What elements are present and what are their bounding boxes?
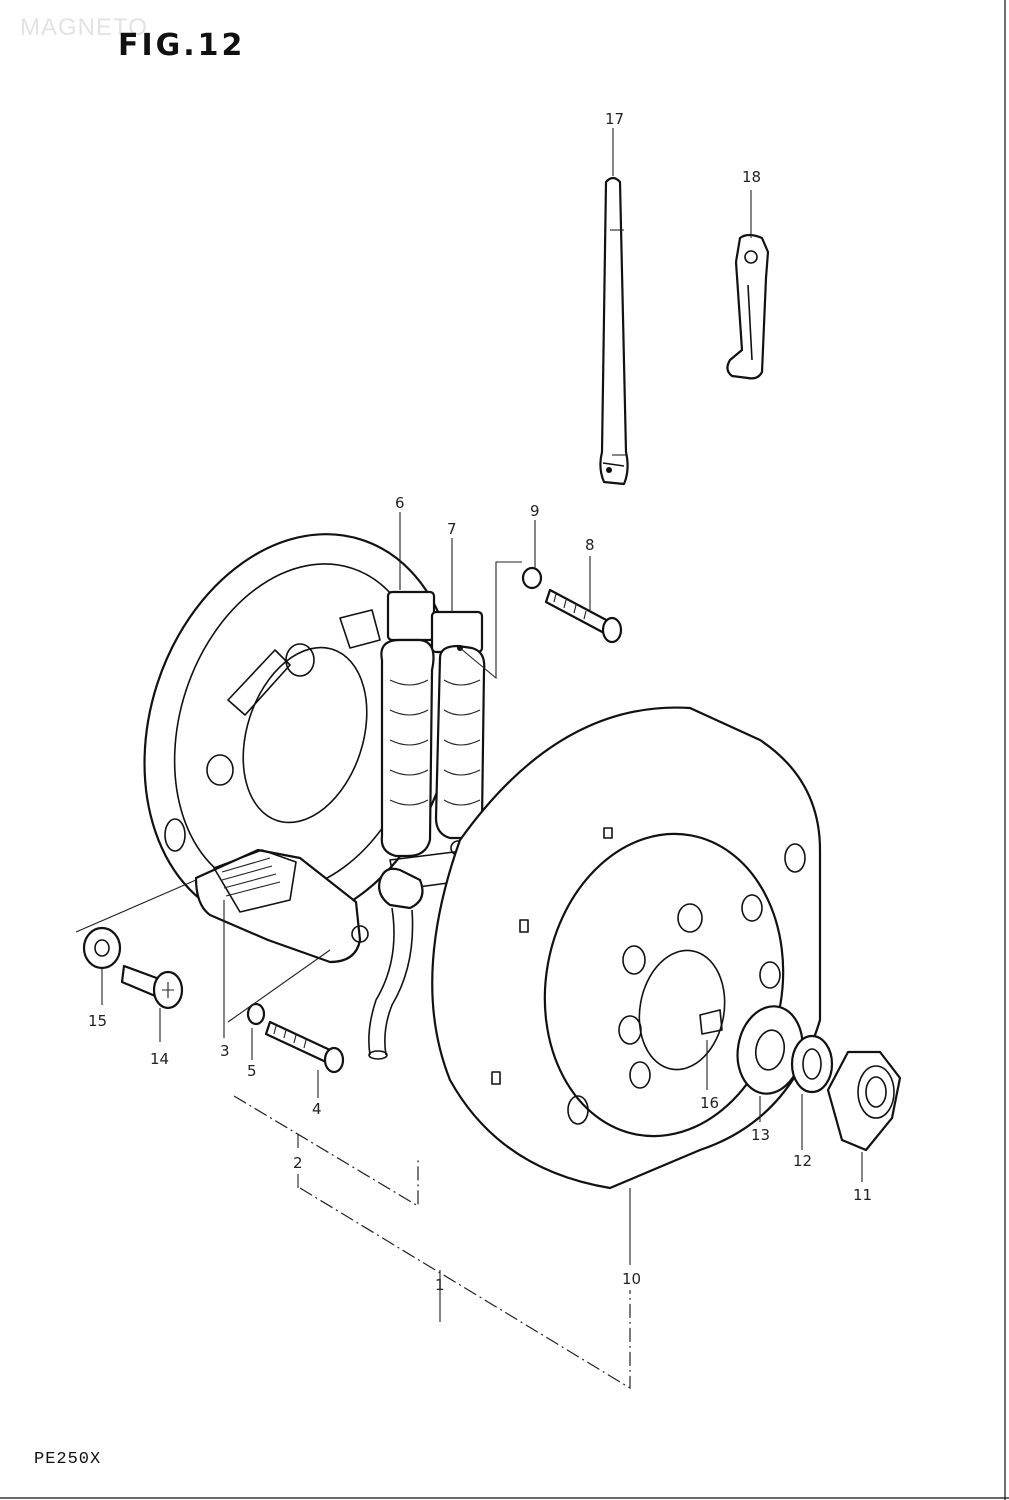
callout-9: 9 — [530, 502, 540, 520]
wire-lead — [368, 867, 424, 1060]
part-15-washer — [82, 926, 122, 970]
part-5-washer — [246, 1002, 266, 1026]
assembly-brackets — [233, 1095, 631, 1390]
callout-3: 3 — [220, 1042, 230, 1060]
coil-assembly — [380, 590, 486, 891]
callout-11: 11 — [853, 1186, 872, 1204]
part-8-screw — [544, 588, 623, 644]
callout-labels: 17 18 6 7 9 8 15 14 3 5 4 2 1 10 16 13 1… — [88, 110, 872, 1294]
part-3-pickup — [194, 848, 369, 964]
watermark-text: MAGNETO — [20, 14, 148, 41]
part-17-rod — [599, 128, 629, 486]
part-18-clip — [726, 190, 770, 380]
leader-lines — [75, 512, 863, 1265]
callout-10: 10 — [622, 1270, 641, 1288]
callout-1: 1 — [435, 1276, 445, 1294]
callout-16: 16 — [700, 1094, 719, 1112]
callout-12: 12 — [793, 1152, 812, 1170]
callout-6: 6 — [395, 494, 405, 512]
model-code: PE250X — [34, 1450, 102, 1469]
callout-17: 17 — [605, 110, 624, 128]
part-9-washer — [521, 566, 543, 590]
callout-5: 5 — [247, 1062, 257, 1080]
part-13-washer — [736, 1005, 804, 1095]
part-11-nut — [826, 1050, 902, 1152]
callout-15: 15 — [88, 1012, 107, 1030]
callout-13: 13 — [751, 1126, 770, 1144]
part-14-screw — [120, 964, 184, 1010]
callout-4: 4 — [312, 1100, 322, 1118]
callout-2: 2 — [293, 1154, 303, 1172]
callout-18: 18 — [742, 168, 761, 186]
part-10-rotor — [431, 706, 822, 1190]
figure-title: FIG.12 — [118, 28, 246, 63]
callout-14: 14 — [150, 1050, 169, 1068]
part-4-screw — [264, 1020, 345, 1074]
callout-7: 7 — [447, 520, 457, 538]
part-12-lockwasher — [790, 1034, 834, 1094]
callout-8: 8 — [585, 536, 595, 554]
